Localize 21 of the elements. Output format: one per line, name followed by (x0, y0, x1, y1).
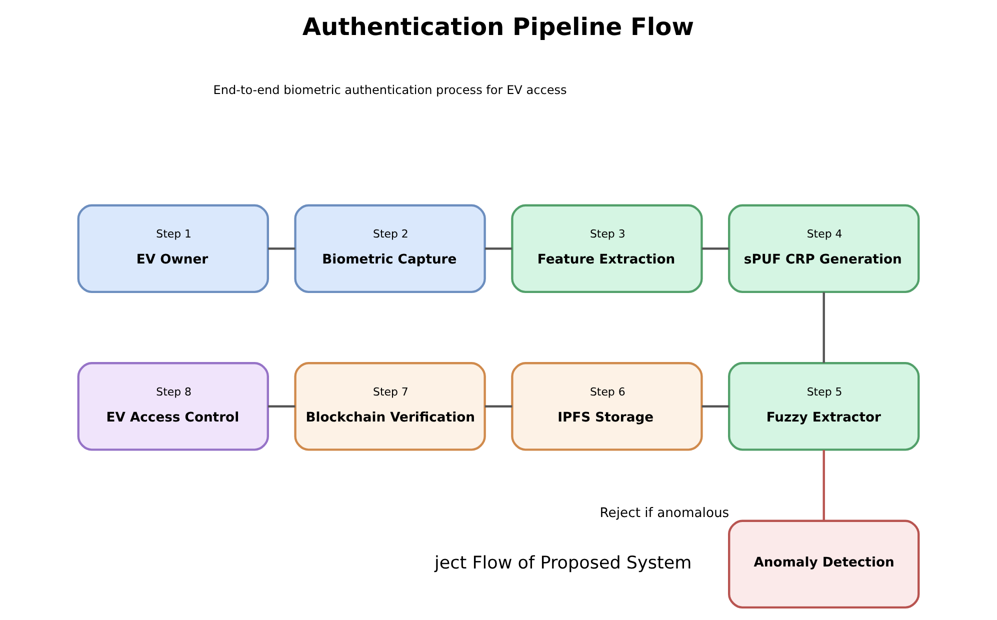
node-box: Step 1 EV Owner (77, 204, 269, 294)
connector (702, 248, 729, 250)
connector (702, 405, 729, 408)
connector (484, 248, 512, 250)
node-box: Step 5 Fuzzy Extractor (728, 362, 920, 451)
label: End-to-end biometric authentication process for EV access (213, 82, 567, 97)
node-box: Step 4 sPUF CRP Generation (728, 204, 920, 294)
node-box: Anomaly Detection (728, 520, 920, 609)
node-label: Reject if anomalous (600, 506, 730, 522)
connector (822, 292, 825, 363)
node-box: Step 3 Feature Extraction (511, 204, 703, 294)
node-box: Step 6 IPFS Storage (511, 362, 703, 451)
connector (484, 405, 512, 408)
connector (268, 248, 296, 250)
diagram-title: Authentication Pipeline Flow (302, 13, 694, 42)
connector (822, 450, 825, 521)
label: ject Flow of Proposed System (434, 553, 692, 574)
node-box: Step 8 EV Access Control (77, 362, 269, 451)
node-box: Step 7 Blockchain Verification (294, 362, 486, 451)
node-box: Step 2 Biometric Capture (294, 204, 486, 294)
connector (268, 405, 296, 408)
